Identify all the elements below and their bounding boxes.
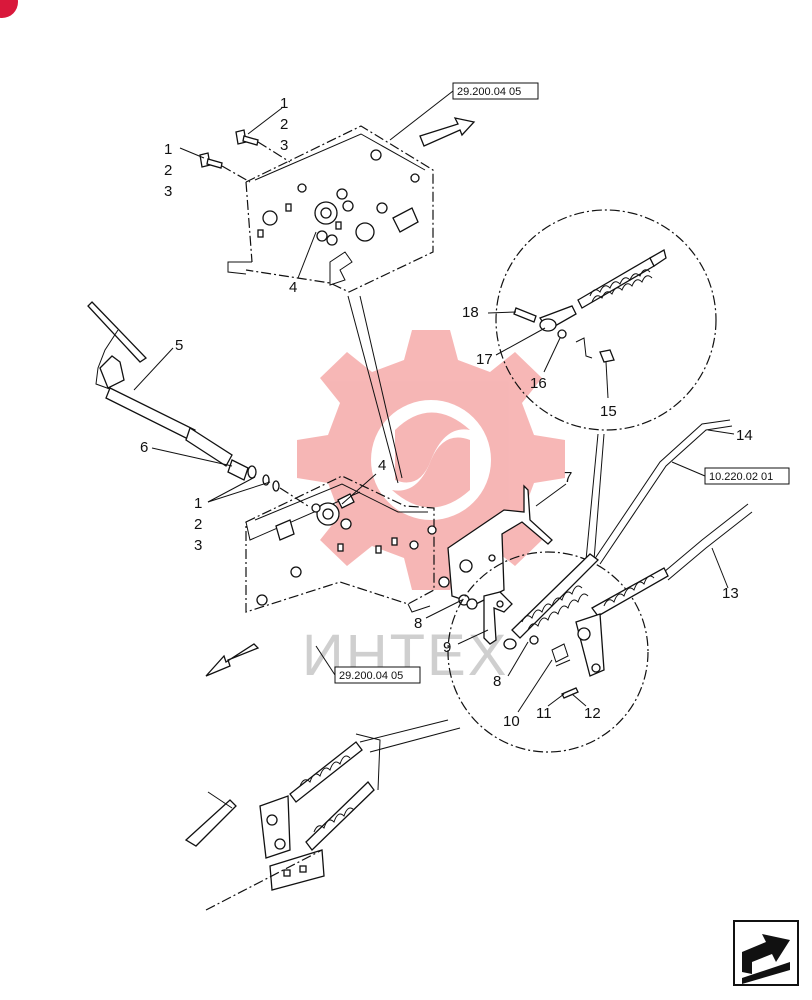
- link-bracket-9: [483, 591, 513, 645]
- watermark-logo: [297, 330, 565, 590]
- detail-circle-upper: [495, 209, 717, 431]
- cable-14: [593, 419, 733, 565]
- top-bracket: [227, 125, 434, 293]
- callout-2-left: 2: [164, 162, 172, 179]
- callout-10: 10: [503, 713, 520, 730]
- callout-9: 9: [443, 639, 451, 656]
- pedal-arm: [87, 301, 233, 467]
- callout-4-lower: 4: [378, 457, 386, 474]
- ref-box-cable: 10.220.02 01: [704, 467, 790, 485]
- svg-text:29.200.04 05: 29.200.04 05: [339, 670, 403, 682]
- bushing-6: [227, 459, 280, 492]
- callout-5: 5: [175, 337, 183, 354]
- callout-1-left: 1: [164, 141, 172, 158]
- detail-circle-lower: [447, 551, 649, 753]
- svg-text:10.220.02 01: 10.220.02 01: [709, 471, 773, 483]
- callout-15: 15: [600, 403, 617, 420]
- callout-1-top: 1: [280, 95, 288, 112]
- ref-box-bottom: 29.200.04 05: [334, 666, 421, 684]
- ref-box-top: 29.200.04 05: [452, 82, 539, 100]
- callout-8-lower: 8: [493, 673, 501, 690]
- callout-11: 11: [536, 705, 552, 722]
- callout-3-lower: 3: [194, 537, 202, 554]
- bottom-bracket: [245, 475, 450, 613]
- callout-7: 7: [564, 469, 572, 486]
- callout-18: 18: [462, 304, 479, 321]
- cable-13: [663, 503, 753, 581]
- pivot-assembly-bottom: [311, 493, 355, 530]
- lower-control-assembly: [184, 733, 381, 891]
- direction-arrow-lower: [205, 643, 260, 677]
- direction-arrow-upper: [419, 117, 476, 147]
- bolt-top-2: [199, 152, 223, 169]
- corner-badge-icon: [0, 0, 18, 18]
- callout-1-lower: 1: [194, 495, 202, 512]
- bolt-top-1: [235, 129, 259, 146]
- callout-2-lower: 2: [194, 516, 202, 533]
- callout-6: 6: [140, 439, 148, 456]
- callout-14: 14: [736, 427, 753, 444]
- callout-3-left: 3: [164, 183, 172, 200]
- callout-8-upper: 8: [414, 615, 422, 632]
- callout-2-top: 2: [280, 116, 288, 133]
- callout-3-top: 3: [280, 137, 288, 154]
- lever-plate: [447, 484, 553, 610]
- spring-assembly-upper-detail: [513, 249, 667, 363]
- callout-16: 16: [530, 375, 547, 392]
- callout-17: 17: [476, 351, 493, 368]
- callout-4-top: 4: [289, 279, 297, 296]
- callout-12: 12: [584, 705, 601, 722]
- callout-13: 13: [722, 585, 739, 602]
- next-page-arrow-icon[interactable]: [733, 920, 799, 986]
- svg-text:29.200.04 05: 29.200.04 05: [457, 86, 521, 98]
- spring-assembly-lower-detail: [503, 553, 669, 699]
- pivot-assembly-top: [314, 188, 354, 246]
